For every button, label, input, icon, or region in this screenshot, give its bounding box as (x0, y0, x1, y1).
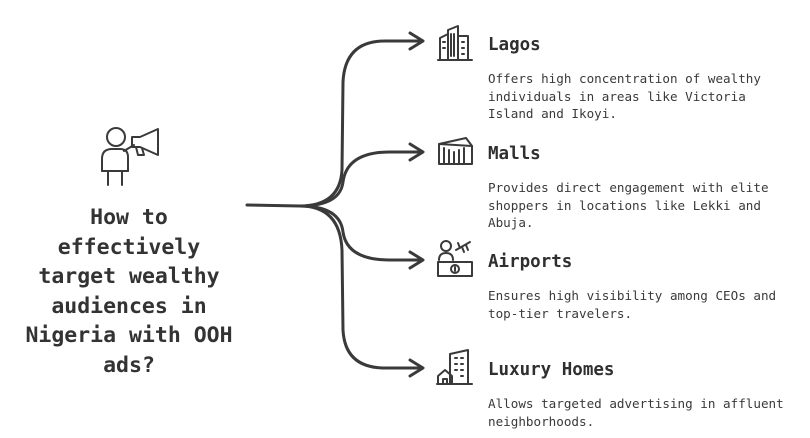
branch-title-malls: Malls (488, 144, 541, 164)
central-question: How to effectively target wealthy audien… (25, 205, 233, 378)
airport-checkin-icon (437, 240, 473, 277)
luxury-homes-icon (436, 349, 473, 385)
arrowhead-luxury-homes (408, 358, 425, 378)
branch-line-malls (298, 150, 422, 208)
city-buildings-icon (437, 25, 473, 61)
branch-description-malls: Provides direct engagement with elite sh… (488, 180, 769, 231)
arrowhead-airports (408, 250, 425, 270)
arrowhead-malls (408, 142, 425, 162)
branch-description-airports: Ensures high visibility among CEOs and t… (488, 288, 777, 321)
branch-title-luxury-homes: Luxury Homes (488, 360, 615, 380)
branch-line-airports (298, 204, 422, 262)
person-megaphone-icon (101, 127, 159, 186)
arrowhead-lagos (408, 31, 425, 51)
branch-description-lagos: Offers high concentration of wealthy ind… (488, 71, 761, 122)
mall-storefront-icon (438, 137, 473, 165)
branch-description-luxury-homes: Allows targeted advertising in affluent … (488, 396, 784, 429)
trunk-line (245, 39, 422, 208)
branch-line-luxury-homes (298, 204, 422, 370)
branch-title-airports: Airports (488, 252, 573, 272)
branch-title-lagos: Lagos (488, 35, 541, 55)
